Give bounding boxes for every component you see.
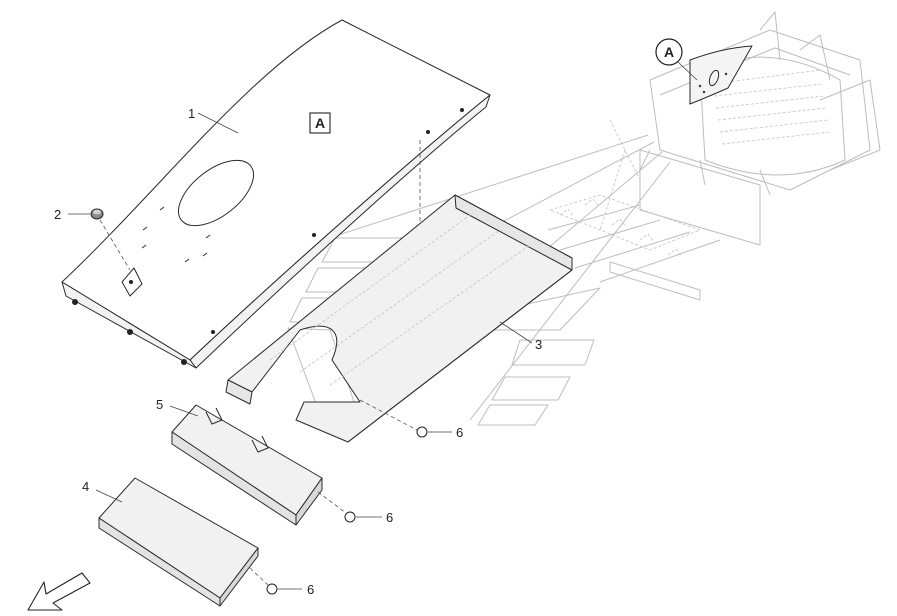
callout-2-number: 2 (54, 207, 61, 222)
callout-6b: 6 (356, 510, 393, 525)
callout-6c-number: 6 (307, 582, 314, 597)
callout-6a: 6 (428, 425, 463, 440)
callout-4-number: 4 (82, 479, 89, 494)
callout-5: 5 (156, 397, 199, 417)
callout-6a-number: 6 (456, 425, 463, 440)
callout-3: 3 (499, 321, 542, 352)
callout-2: 2 (54, 207, 90, 222)
panel-view-marker: A (309, 112, 331, 134)
washer-6c (249, 567, 278, 595)
callout-1: 1 (188, 106, 239, 134)
panel-view-label: A (315, 115, 325, 131)
foam-block-flat (98, 477, 259, 607)
callout-5-number: 5 (156, 397, 163, 412)
machine-view-marker: A (655, 38, 698, 81)
direction-arrow-icon (27, 572, 91, 611)
machine-view-label: A (664, 44, 674, 60)
washer-6b (317, 491, 356, 523)
callout-3-number: 3 (535, 337, 542, 352)
callout-1-number: 1 (188, 106, 195, 121)
foam-pad-large (225, 194, 573, 443)
grommet-part (90, 208, 143, 297)
foam-block-notched (171, 404, 323, 526)
callout-4: 4 (82, 479, 123, 503)
machine-panel-highlight (689, 45, 753, 105)
callout-6b-number: 6 (386, 510, 393, 525)
callout-6c: 6 (278, 582, 314, 597)
washer-6a (359, 399, 428, 438)
cover-panel (61, 19, 491, 369)
